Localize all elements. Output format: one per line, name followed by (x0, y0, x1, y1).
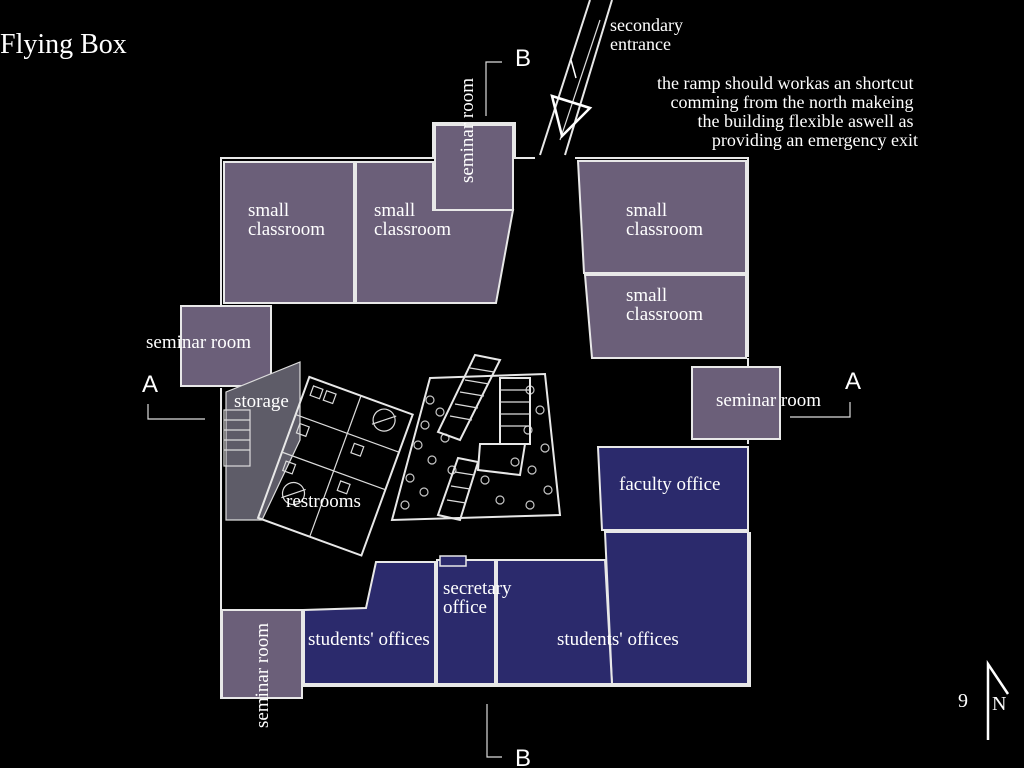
central-stair-core (390, 353, 562, 522)
small-classroom-3 (576, 160, 747, 274)
stair-flight-3 (436, 456, 480, 522)
faculty-office-label: faculty office (619, 474, 720, 495)
north-arrow-icon: N (986, 659, 1010, 740)
students-offices-left-label: students' offices (308, 629, 430, 650)
secretary-counter (439, 555, 467, 567)
students-offices-right-label: students' offices (557, 629, 679, 650)
students-offices-right-room-2 (496, 559, 614, 685)
secondary-entrance-label: secondary entrance (610, 15, 687, 54)
small-classroom-4 (583, 274, 747, 359)
section-marker-a-left: A (142, 371, 205, 420)
section-a-left-label: A (142, 371, 158, 398)
classroom-block-top-left (223, 124, 515, 304)
small-classroom-2-label: small classroom (374, 200, 451, 240)
restroom-block (256, 375, 414, 557)
seminar-room-right-label: seminar room (716, 390, 821, 411)
seminar-room-left (180, 305, 272, 387)
classroom-block-top-right (576, 160, 747, 359)
seminar-room-right (691, 366, 781, 440)
storage-label: storage (234, 391, 289, 412)
secretary-office-label: secretary office (443, 578, 516, 618)
faculty-office (596, 446, 749, 531)
section-b-top-label: B (515, 45, 531, 72)
seminar-room-left-label: seminar room (146, 332, 251, 353)
small-classroom-3-label: small classroom (626, 200, 703, 240)
stair-flight-2 (499, 377, 531, 445)
small-classroom-1 (223, 161, 355, 304)
secretary-office-room (436, 559, 496, 685)
north-label: N (992, 693, 1006, 715)
ramp-note: the ramp should workas an shortcut commi… (657, 73, 918, 150)
section-marker-b-top: B (485, 45, 531, 116)
page-number: 9 (958, 690, 968, 712)
small-classroom-4-label: small classroom (626, 285, 703, 325)
students-offices-right-room (603, 531, 749, 685)
section-marker-a-right: A (790, 368, 861, 418)
stair-left (223, 409, 251, 467)
slide-title: Flying Box (0, 29, 127, 60)
ramp (539, 0, 613, 156)
seminar-room-top (434, 124, 514, 211)
seminar-room-bottom-label: seminar room (252, 623, 273, 728)
small-classroom-1-label: small classroom (248, 200, 325, 240)
seminar-room-bottom (221, 609, 303, 699)
restrooms-label: restrooms (286, 491, 361, 512)
storage-area (225, 361, 301, 521)
section-a-right-label: A (845, 368, 861, 395)
seminar-room-top-label: seminar room (457, 78, 478, 183)
students-offices-left-room (303, 561, 436, 685)
entrance-arrow-icon (550, 59, 593, 139)
section-marker-b-bottom: B (486, 704, 531, 768)
section-b-bottom-label: B (515, 745, 531, 768)
stair-flight-1 (436, 353, 502, 442)
